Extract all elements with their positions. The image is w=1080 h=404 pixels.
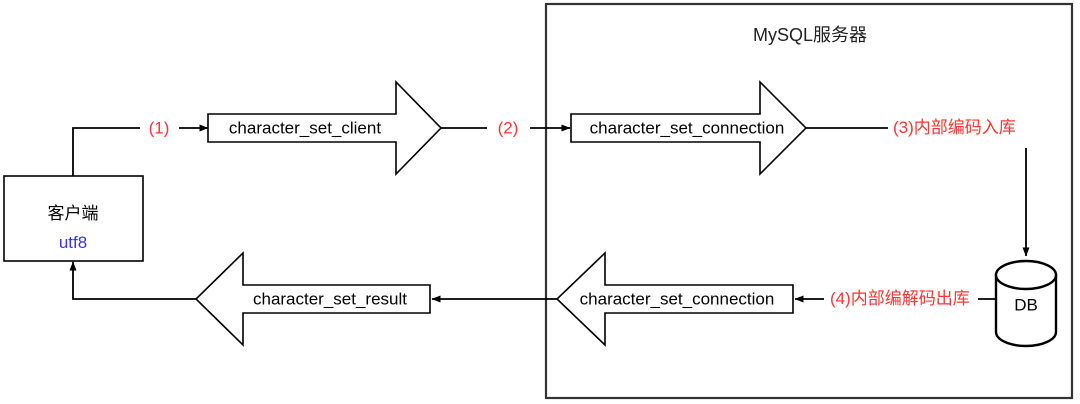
step-1-label: (1)	[148, 118, 170, 138]
step-3-label: (3)内部编码入库	[893, 118, 1016, 137]
character-set-connection-in-label: character_set_connection	[589, 118, 785, 138]
character-set-connection-out-arrow-shape	[555, 251, 794, 347]
step-4-label: (4)内部编解码出库	[830, 289, 970, 308]
character-set-connection-in-arrow-shape	[570, 80, 808, 176]
character-set-client-label: character_set_client	[228, 118, 382, 138]
db-cylinder	[994, 259, 1058, 348]
character-set-client-arrow-shape	[207, 80, 443, 176]
character-set-result-arrow-shape	[194, 251, 431, 347]
result-to-client-line	[69, 261, 196, 300]
step-2-label: (2)	[497, 118, 519, 138]
mysql-server-container	[544, 2, 1074, 400]
db-label: DB	[1014, 295, 1038, 315]
client-label: 客户端	[47, 204, 99, 223]
mysql-server-title: MySQL服务器	[752, 25, 868, 45]
character-set-connection-out-label: character_set_connection	[579, 289, 775, 309]
character-set-result-label: character_set_result	[252, 289, 408, 309]
client-to-step1-line	[72, 127, 140, 176]
client-charset-label: utf8	[58, 233, 88, 252]
